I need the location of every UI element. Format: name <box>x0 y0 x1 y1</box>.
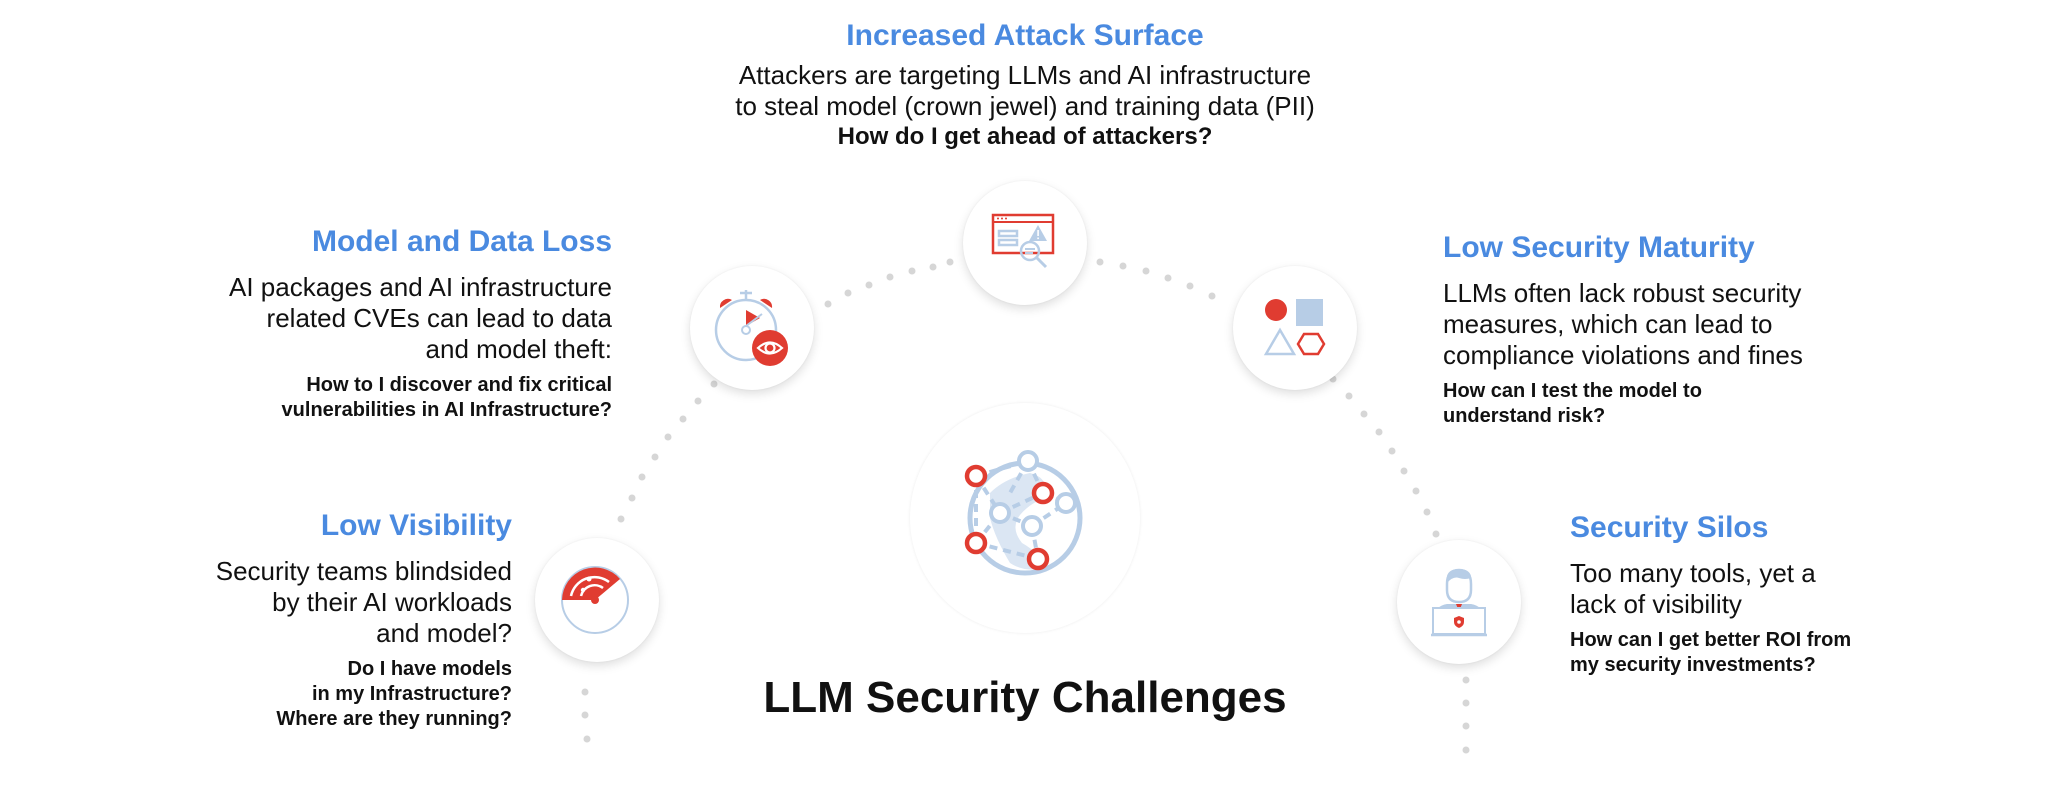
globe-network-icon <box>964 450 1083 576</box>
challenge-model-and-data-loss: Model and Data Loss AI packages and AI i… <box>150 224 612 423</box>
challenge-description: Security teams blindsided by their AI wo… <box>215 556 512 648</box>
challenge-title: Model and Data Loss <box>311 225 612 258</box>
challenge-question: How do I get ahead of attackers? <box>837 123 1213 150</box>
challenge-title: Low Visibility <box>320 509 512 542</box>
node-low-visibility <box>535 538 659 662</box>
node-model-and-data-loss <box>690 266 814 390</box>
node-security-silos <box>1397 540 1521 664</box>
node-low-security-maturity <box>1233 266 1357 390</box>
challenge-title: Security Silos <box>1570 511 1769 544</box>
challenge-description: Attackers are targeting LLMs and AI infr… <box>735 60 1315 121</box>
stopwatch-eye-icon <box>714 290 788 366</box>
shapes-icon <box>1263 299 1326 356</box>
challenge-increased-attack-surface: Increased Attack Surface Attackers are t… <box>690 18 1360 152</box>
challenge-question: How can I get better ROI from my securit… <box>1570 629 1852 676</box>
challenge-title: Low Security Maturity <box>1443 231 1755 264</box>
radar-icon <box>561 566 629 634</box>
challenge-description: AI packages and AI infrastructure relate… <box>229 272 612 364</box>
center-globe-node <box>910 403 1140 633</box>
challenge-question: How to I discover and fix critical vulne… <box>281 374 612 421</box>
challenge-question: Do I have models in my Infrastructure? W… <box>276 658 512 730</box>
challenge-low-visibility: Low Visibility Security teams blindsided… <box>150 508 512 732</box>
challenge-low-security-maturity: Low Security Maturity LLMs often lack ro… <box>1443 230 1883 429</box>
challenge-description: Too many tools, yet a lack of visibility <box>1570 558 1816 619</box>
diagram-title: LLM Security Challenges <box>763 673 1287 722</box>
analyst-laptop-icon <box>1431 568 1487 637</box>
browser-warning-search-icon <box>991 213 1055 269</box>
challenge-description: LLMs often lack robust security measures… <box>1443 278 1803 370</box>
node-increased-attack-surface <box>963 181 1087 305</box>
challenge-title: Increased Attack Surface <box>846 19 1204 52</box>
challenge-security-silos: Security Silos Too many tools, yet a lac… <box>1570 510 1950 678</box>
challenge-question: How can I test the model to understand r… <box>1443 380 1702 427</box>
